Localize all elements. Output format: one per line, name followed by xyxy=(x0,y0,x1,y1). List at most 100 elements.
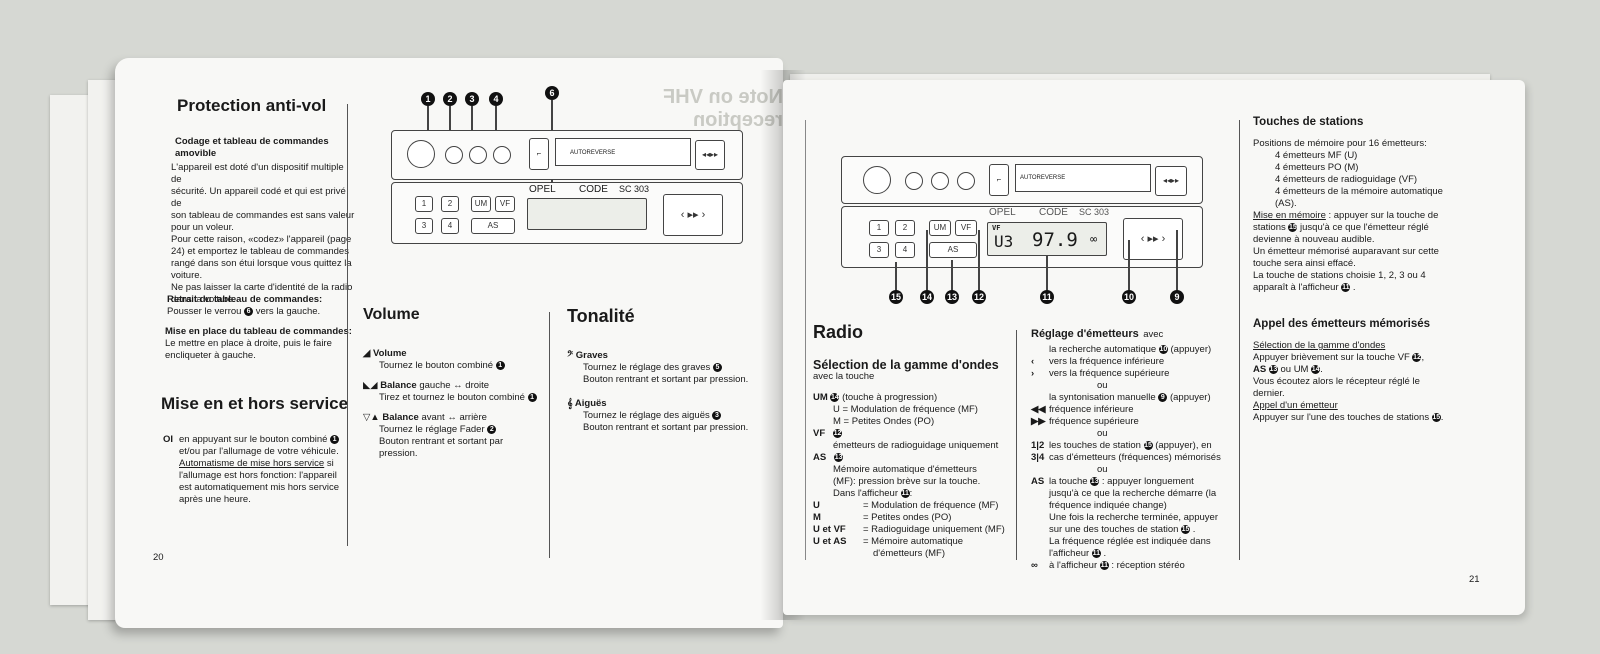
treble-clef-icon: 𝄞 xyxy=(567,398,575,409)
um-button: UM xyxy=(929,220,951,236)
callout-11: 11 xyxy=(900,488,910,498)
callout-lines xyxy=(495,106,497,146)
afficheur-value: = Mémoire automatique xyxy=(863,536,964,547)
radio-selection-block: UM 14 (touche à progression) U = Modulat… xyxy=(813,392,1013,560)
brand-label: OPEL xyxy=(529,184,556,195)
line-text: apparaît à l'afficheur xyxy=(1253,282,1339,293)
afficheur-row: U et VF= Radioguidage uniquement (MF) xyxy=(813,524,1013,536)
codage-line: dans la voiture. xyxy=(171,294,236,305)
touches-item: (AS). xyxy=(1275,198,1297,209)
vf-label: VF xyxy=(813,428,826,439)
afficheur-key: U et AS xyxy=(813,536,847,547)
text-line: Un émetteur mémorisé auparavant sur cett… xyxy=(1253,246,1463,258)
codage-line: voiture. xyxy=(171,270,203,281)
line-text: vers la fréquence supérieure xyxy=(1049,368,1170,379)
callout-number: 15 xyxy=(1181,524,1191,534)
column-divider xyxy=(347,104,348,546)
touches-intro: Positions de mémoire pour 16 émetteurs: xyxy=(1253,138,1427,149)
miseplace-line: Le mettre en place à droite, puis le fai… xyxy=(165,338,332,349)
diagram-callout: 12 xyxy=(972,290,986,304)
model-label: SC 303 xyxy=(1079,207,1110,217)
text-line: la syntonisation manuelle 9 (appuyer) xyxy=(1031,392,1236,404)
title-volume: Volume xyxy=(363,306,420,323)
callout-1: 1 xyxy=(527,392,537,402)
column-divider xyxy=(1016,330,1017,560)
preset-4: 4 xyxy=(441,218,459,234)
diagram-callout: 15 xyxy=(889,290,903,304)
title-tonalite: Tonalité xyxy=(567,306,635,326)
line-tail: (appuyer) xyxy=(1169,392,1211,403)
balance-item-label: ◣◢ Balance gauche ↔ droite xyxy=(363,380,543,392)
line-text: la touche xyxy=(1049,476,1088,487)
autoreverse-label: AUTOREVERSE xyxy=(1020,175,1066,181)
text-line: devienne à nouveau audible. xyxy=(1253,234,1463,246)
um-button: UM xyxy=(471,196,491,212)
line-text: sur une des touches de station xyxy=(1049,524,1179,535)
text-line: La fréquence réglée est indiquée dans xyxy=(1031,536,1236,548)
line-symbol-icon: AS xyxy=(1031,476,1045,487)
column-divider xyxy=(549,312,550,558)
diagram-callout: 13 xyxy=(945,290,959,304)
line-text: fréquence inférieure xyxy=(1049,404,1134,415)
balance-tail: avant ↔ arrière xyxy=(421,412,487,423)
left-page: Note on VHF reception Protection anti-vo… xyxy=(115,58,783,628)
volume-item-label: ◢ Volume xyxy=(363,348,543,360)
text-line: ∞à l'afficheur 11 : réception stéréo xyxy=(1031,560,1236,572)
text-line: ▶▶fréquence supérieure xyxy=(1031,416,1236,428)
diagram-callout: 3 xyxy=(465,92,479,106)
appel-emetteur-line: Appuyer sur l'une des touches de station… xyxy=(1253,412,1444,423)
line-text: devienne à nouveau audible. xyxy=(1253,234,1375,245)
callout-14: 14 xyxy=(1311,364,1321,374)
callout-number: 15 xyxy=(1143,440,1153,450)
as-row: AS 13 xyxy=(813,452,1013,464)
miseplace-line: encliqueter à gauche. xyxy=(165,350,256,361)
balance2-line-text: Tournez le réglage Fader xyxy=(379,424,485,435)
title-protection: Protection anti-vol xyxy=(177,96,327,115)
vf-button: VF xyxy=(955,220,977,236)
display-frequency: 97.9 xyxy=(1032,229,1078,251)
afficheur-intro-text: Dans l'afficheur xyxy=(833,488,899,499)
tuning-rocker: ‹ ▸▸ › xyxy=(663,194,723,236)
callout-3: 3 xyxy=(712,410,722,420)
oi-line: et/ou par l'allumage de votre véhicule. xyxy=(179,446,339,457)
codage-line: son tableau de commandes est sans valeur xyxy=(171,210,355,221)
as-line: (MF): pression brève sur la touche. xyxy=(833,476,981,487)
line-text: Un émetteur mémorisé auparavant sur cett… xyxy=(1253,246,1439,257)
afficheur-row: U= Modulation de fréquence (MF) xyxy=(813,500,1013,512)
page-number-left: 20 xyxy=(153,552,164,563)
touches-block: Positions de mémoire pour 16 émetteurs: … xyxy=(1253,138,1463,294)
callout-number: 11 xyxy=(1341,282,1351,292)
line-text: à l'afficheur xyxy=(1049,560,1098,571)
auto-line: après une heure. xyxy=(179,494,251,505)
touches-item: 4 émetteurs PO (M) xyxy=(1275,162,1359,173)
line-text: fréquence indiquée change) xyxy=(1049,500,1167,511)
appel-line: Vous écoutez alors le récepteur réglé le xyxy=(1253,376,1420,387)
bass-knob xyxy=(957,172,975,190)
appel-emetteur-text: Appuyer sur l'une des touches de station… xyxy=(1253,412,1430,423)
line-text: l'afficheur xyxy=(1049,548,1090,559)
balance2-item-line: Bouton rentrant et sortant par pression. xyxy=(379,436,504,459)
oi-line: en appuyant sur le bouton combiné 1 xyxy=(179,434,359,446)
balance-fb-icon: ▽▲ xyxy=(363,412,383,423)
line-text: ou xyxy=(1097,428,1108,439)
diagram-callout: 10 xyxy=(1122,290,1136,304)
afficheur-row: M= Petites ondes (PO) xyxy=(813,512,1013,524)
title-radio: Radio xyxy=(813,322,864,342)
graves-line: Tournez le réglage des graves 5 xyxy=(567,362,767,374)
text-line: sur une des touches de station 15 . xyxy=(1031,524,1236,536)
text-line: jusqu'à ce que la recherche démarre (la xyxy=(1031,488,1236,500)
tape-ffwd-button: ◂◂▸▸ xyxy=(695,140,725,170)
line-tail: . xyxy=(1192,524,1196,535)
bass-clef-icon: 𝄢 xyxy=(567,350,576,361)
callout-number: 11 xyxy=(1099,560,1109,570)
brand-label: OPEL xyxy=(989,207,1016,218)
touches-item: 4 émetteurs de la mémoire automatique xyxy=(1275,186,1443,197)
afficheur-row: U et AS = Mémoire automatique xyxy=(813,536,1013,548)
graves-line: Bouton rentrant et sortant par pression. xyxy=(583,374,749,385)
codage-line: 24) et emportez le tableau de commandes xyxy=(171,246,349,257)
preset-3: 3 xyxy=(869,242,889,258)
tuning-rocker: ‹ ▸▸ › xyxy=(1123,218,1183,260)
column-divider xyxy=(805,120,806,560)
line-text: La fréquence réglée est indiquée dans xyxy=(1049,536,1211,547)
